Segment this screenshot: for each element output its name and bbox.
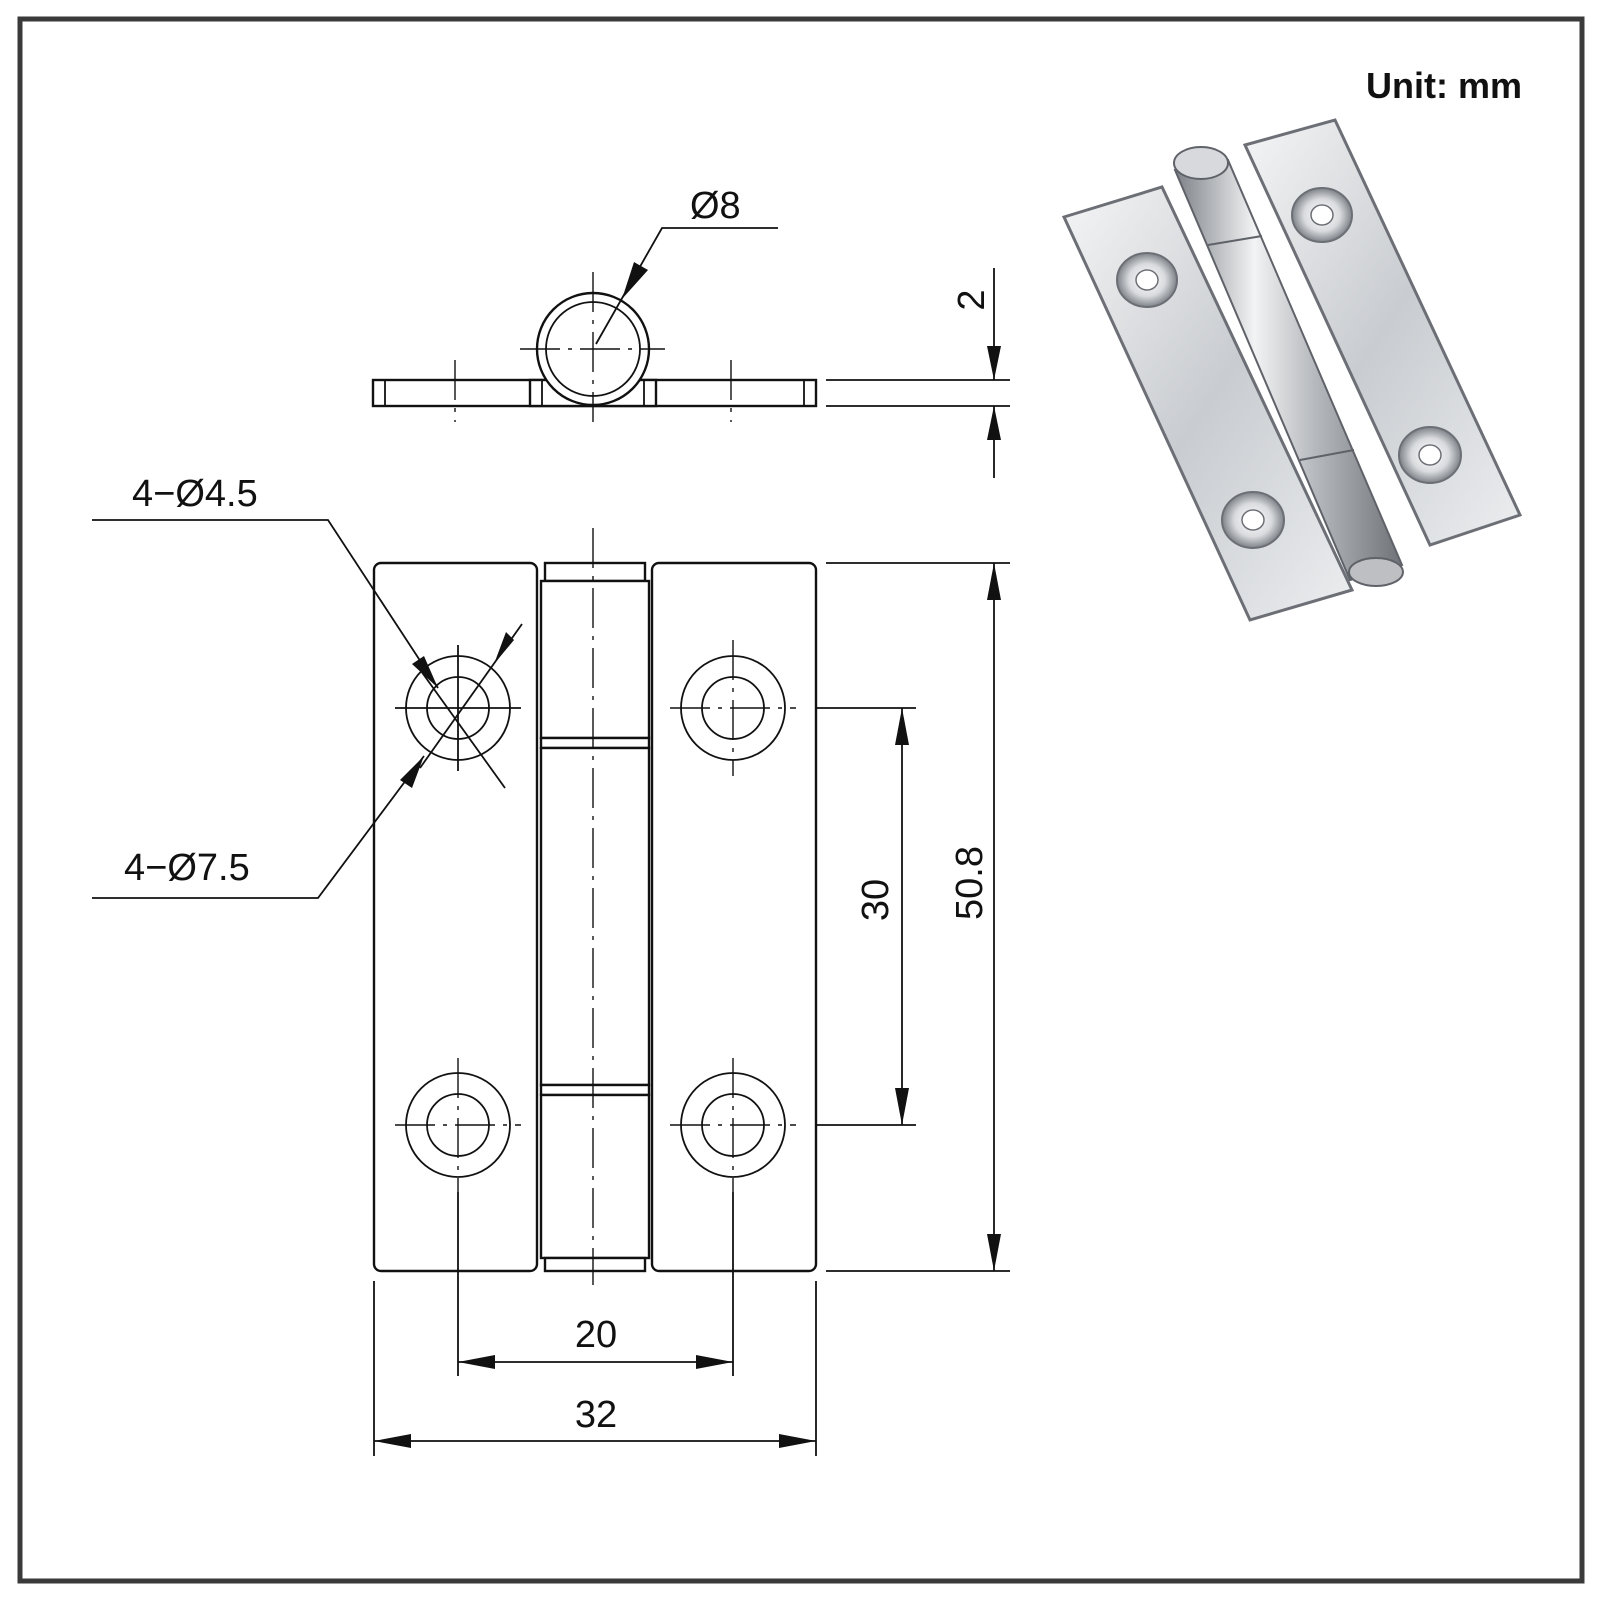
horizontal-pitch-label: 20 bbox=[575, 1314, 617, 1356]
knuckle-top-cap bbox=[543, 561, 647, 583]
small-hole-label: 4−Ø4.5 bbox=[132, 473, 258, 515]
knuckle-segment-3 bbox=[539, 1093, 651, 1260]
front-view: 4−Ø4.5 4−Ø7.5 30 50.8 20 3 bbox=[92, 473, 1010, 1456]
right-leaf bbox=[650, 561, 818, 1273]
overall-width-label: 32 bbox=[575, 1394, 617, 1436]
large-hole-label: 4−Ø7.5 bbox=[124, 847, 250, 889]
overall-height-label: 50.8 bbox=[949, 846, 991, 920]
pin-diameter-label: Ø8 bbox=[690, 185, 741, 227]
pin-diameter-leader bbox=[595, 227, 778, 345]
hole-bottom-right bbox=[670, 1058, 796, 1192]
hinge-product-image bbox=[1061, 118, 1523, 622]
knuckle-segment-1 bbox=[539, 579, 651, 740]
border-frame bbox=[17, 16, 1585, 1584]
unit-label: Unit: mm bbox=[1366, 65, 1522, 106]
knuckle-segment-2 bbox=[539, 746, 651, 1087]
thickness-label: 2 bbox=[951, 289, 993, 310]
hole-top-right bbox=[670, 640, 796, 776]
hole-top-left bbox=[395, 645, 521, 771]
knuckle-bottom-cap bbox=[543, 1256, 647, 1273]
hole-bottom-left bbox=[395, 1058, 521, 1192]
left-leaf bbox=[372, 561, 539, 1273]
large-hole-leader bbox=[92, 755, 425, 899]
vertical-pitch-label: 30 bbox=[855, 879, 897, 921]
small-hole-leader bbox=[92, 519, 439, 689]
top-view: Ø8 2 bbox=[371, 185, 1010, 478]
